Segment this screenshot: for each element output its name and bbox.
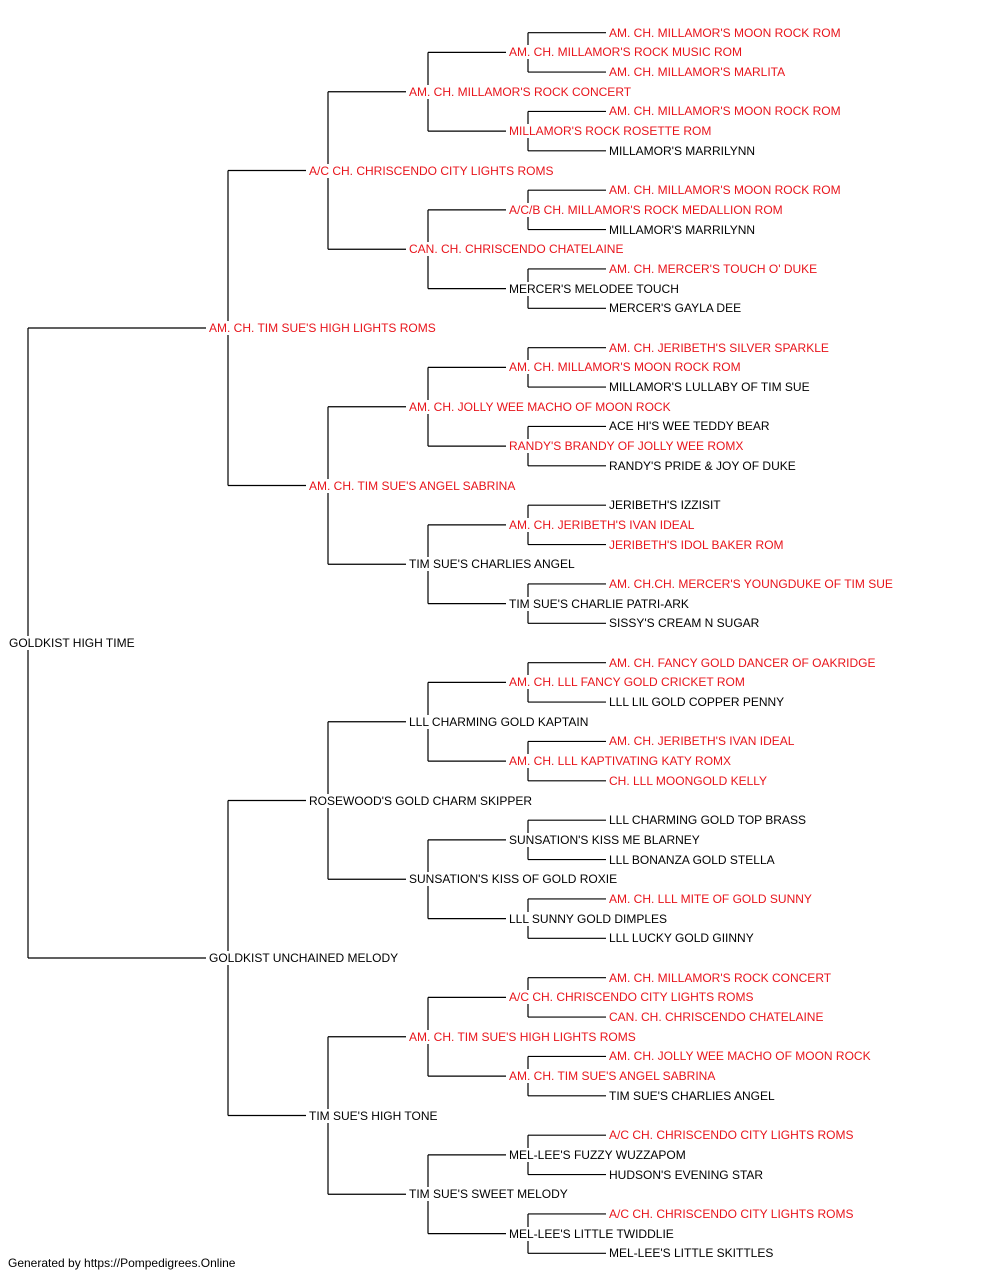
- ancestor-name-gen4: A/C/B CH. MILLAMOR'S ROCK MEDALLION ROM: [508, 202, 784, 217]
- ancestor-name-gen5: AM. CH. MILLAMOR'S ROCK CONCERT: [608, 970, 833, 985]
- ancestor-name-gen1: AM. CH. TIM SUE'S HIGH LIGHTS ROMS: [208, 321, 437, 335]
- ancestor-name-gen5: MERCER'S GAYLA DEE: [608, 301, 743, 316]
- ancestor-name-gen5: A/C CH. CHRISCENDO CITY LIGHTS ROMS: [608, 1206, 855, 1221]
- ancestor-name-gen2: A/C CH. CHRISCENDO CITY LIGHTS ROMS: [308, 163, 555, 178]
- ancestor-name-gen4: SUNSATION'S KISS ME BLARNEY: [508, 832, 701, 847]
- ancestor-name-gen5: TIM SUE'S CHARLIES ANGEL: [608, 1088, 776, 1103]
- ancestor-name-gen5: HUDSON'S EVENING STAR: [608, 1167, 765, 1182]
- ancestor-name-gen5: MILLAMOR'S MARRILYNN: [608, 222, 757, 237]
- ancestor-name-gen5: LLL BONANZA GOLD STELLA: [608, 852, 776, 867]
- ancestor-name-gen5: AM. CH. MILLAMOR'S MOON ROCK ROM: [608, 183, 842, 198]
- ancestor-name-gen3: TIM SUE'S CHARLIES ANGEL: [408, 557, 576, 572]
- ancestor-name-gen5: AM. CH. MILLAMOR'S MOON ROCK ROM: [608, 104, 842, 119]
- ancestor-name-gen5: AM. CH. JERIBETH'S IVAN IDEAL: [608, 734, 796, 749]
- ancestor-name-gen5: MEL-LEE'S LITTLE SKITTLES: [608, 1246, 775, 1261]
- ancestor-name-gen5: LLL LUCKY GOLD GIINNY: [608, 931, 755, 946]
- ancestor-name-gen5: AM. CH. LLL MITE OF GOLD SUNNY: [608, 891, 813, 906]
- ancestor-name-gen4: AM. CH. MILLAMOR'S ROCK MUSIC ROM: [508, 45, 743, 60]
- ancestor-name-gen3: LLL CHARMING GOLD KAPTAIN: [408, 714, 590, 729]
- ancestor-name-gen5: RANDY'S PRIDE & JOY OF DUKE: [608, 458, 797, 473]
- generated-by-footer: Generated by https://Pompedigrees.Online: [8, 1256, 236, 1270]
- ancestor-name-gen5: LLL CHARMING GOLD TOP BRASS: [608, 813, 807, 828]
- ancestor-name-gen5: ACE HI'S WEE TEDDY BEAR: [608, 419, 771, 434]
- ancestor-name-gen4: MEL-LEE'S LITTLE TWIDDLIE: [508, 1226, 675, 1241]
- ancestor-name-gen3: CAN. CH. CHRISCENDO CHATELAINE: [408, 242, 625, 257]
- ancestor-name-gen2: AM. CH. TIM SUE'S ANGEL SABRINA: [308, 478, 517, 493]
- ancestor-name-gen5: SISSY'S CREAM N SUGAR: [608, 616, 761, 631]
- ancestor-name-gen5: AM. CH. MILLAMOR'S MOON ROCK ROM: [608, 25, 842, 40]
- ancestor-name-gen5: AM. CH.CH. MERCER'S YOUNGDUKE OF TIM SUE: [608, 576, 894, 591]
- ancestor-name-gen4: AM. CH. JERIBETH'S IVAN IDEAL: [508, 517, 696, 532]
- ancestor-name-gen5: A/C CH. CHRISCENDO CITY LIGHTS ROMS: [608, 1128, 855, 1143]
- ancestor-name-gen5: AM. CH. JOLLY WEE MACHO OF MOON ROCK: [608, 1049, 872, 1064]
- ancestor-name-gen4: TIM SUE'S CHARLIE PATRI-ARK: [508, 596, 690, 611]
- ancestor-name-gen4: AM. CH. LLL FANCY GOLD CRICKET ROM: [508, 675, 746, 690]
- ancestor-name-gen3: AM. CH. JOLLY WEE MACHO OF MOON ROCK: [408, 399, 672, 414]
- ancestor-name-gen4: AM. CH. TIM SUE'S ANGEL SABRINA: [508, 1069, 717, 1084]
- ancestor-name-gen4: MILLAMOR'S ROCK ROSETTE ROM: [508, 124, 713, 139]
- ancestor-name-gen5: JERIBETH'S IDOL BAKER ROM: [608, 537, 785, 552]
- ancestor-name-gen3: AM. CH. TIM SUE'S HIGH LIGHTS ROMS: [408, 1029, 637, 1044]
- ancestor-name-gen4: AM. CH. LLL KAPTIVATING KATY ROMX: [508, 754, 733, 769]
- ancestor-name-gen5: CAN. CH. CHRISCENDO CHATELAINE: [608, 1010, 825, 1025]
- ancestor-name-gen1: GOLDKIST UNCHAINED MELODY: [208, 951, 400, 965]
- ancestor-name-gen5: AM. CH. FANCY GOLD DANCER OF OAKRIDGE: [608, 655, 877, 670]
- ancestor-name-gen5: JERIBETH'S IZZISIT: [608, 498, 722, 513]
- subject-dog-name: GOLDKIST HIGH TIME: [8, 636, 136, 650]
- ancestor-name-gen2: ROSEWOOD'S GOLD CHARM SKIPPER: [308, 793, 533, 808]
- ancestor-name-gen4: MEL-LEE'S FUZZY WUZZAPOM: [508, 1147, 687, 1162]
- ancestor-name-gen5: MILLAMOR'S LULLABY OF TIM SUE: [608, 380, 811, 395]
- ancestor-name-gen5: AM. CH. MILLAMOR'S MARLITA: [608, 65, 787, 80]
- ancestor-name-gen5: MILLAMOR'S MARRILYNN: [608, 143, 757, 158]
- ancestor-name-gen5: LLL LIL GOLD COPPER PENNY: [608, 695, 786, 710]
- ancestor-name-gen4: LLL SUNNY GOLD DIMPLES: [508, 911, 669, 926]
- ancestor-name-gen2: TIM SUE'S HIGH TONE: [308, 1108, 439, 1123]
- ancestor-name-gen4: A/C CH. CHRISCENDO CITY LIGHTS ROMS: [508, 990, 755, 1005]
- ancestor-name-gen4: RANDY'S BRANDY OF JOLLY WEE ROMX: [508, 439, 745, 454]
- ancestor-name-gen5: AM. CH. MERCER'S TOUCH O' DUKE: [608, 261, 819, 276]
- ancestor-name-gen5: CH. LLL MOONGOLD KELLY: [608, 773, 769, 788]
- ancestor-name-gen3: AM. CH. MILLAMOR'S ROCK CONCERT: [408, 84, 633, 99]
- ancestor-name-gen3: SUNSATION'S KISS OF GOLD ROXIE: [408, 872, 619, 887]
- ancestor-name-gen4: MERCER'S MELODEE TOUCH: [508, 281, 680, 296]
- ancestor-name-gen3: TIM SUE'S SWEET MELODY: [408, 1187, 569, 1202]
- ancestor-name-gen5: AM. CH. JERIBETH'S SILVER SPARKLE: [608, 340, 830, 355]
- ancestor-name-gen4: AM. CH. MILLAMOR'S MOON ROCK ROM: [508, 360, 742, 375]
